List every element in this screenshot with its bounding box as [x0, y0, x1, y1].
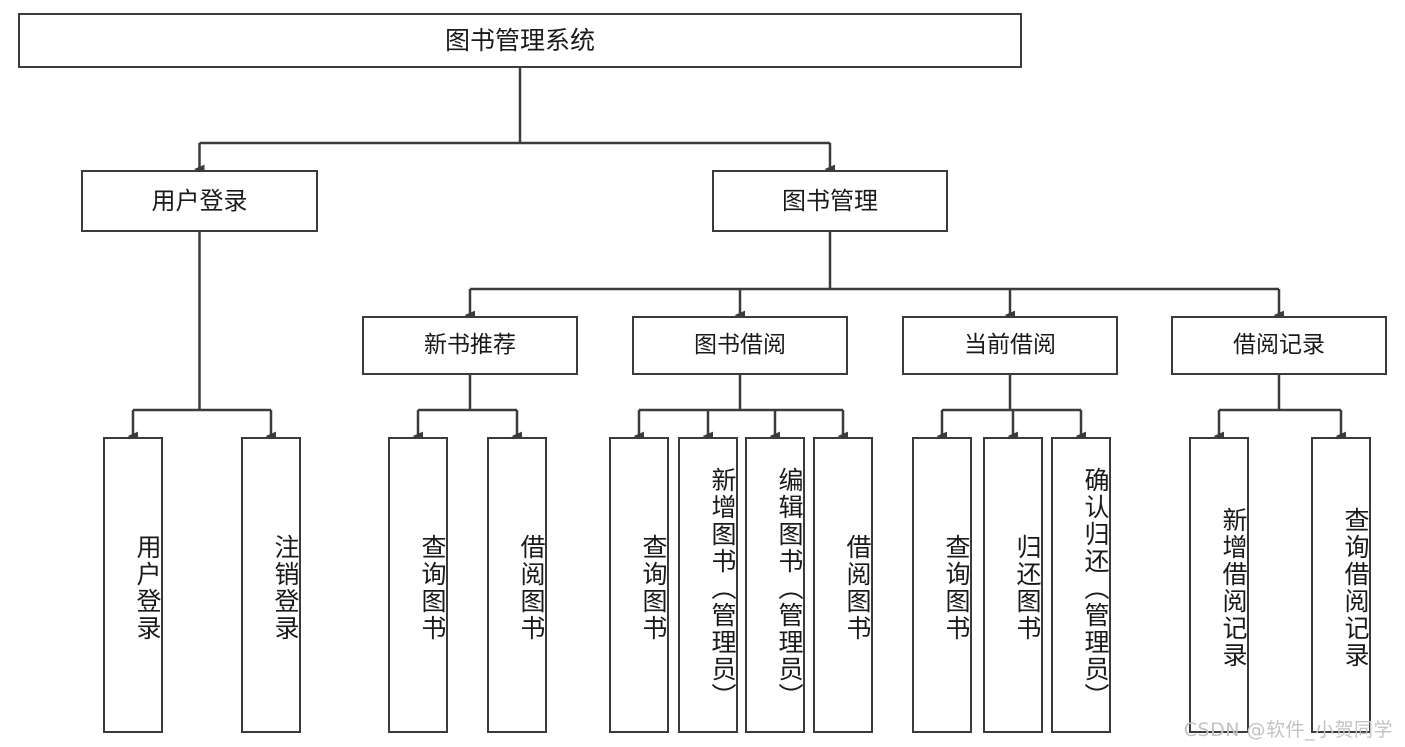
node-label: 图书管理 [782, 186, 878, 215]
node-label: 归还图书 [1013, 534, 1042, 642]
node-label: 注销登录 [271, 534, 300, 642]
node-root[interactable]: 图书管理系统 [18, 13, 1022, 68]
node-label: 查询图书 [418, 534, 447, 642]
node-label: 新增借阅记录 [1219, 507, 1248, 669]
node-leaf-rec-add[interactable]: 新增借阅记录 [1189, 437, 1249, 733]
node-leaf-bw-add[interactable]: 新增图书（管理员） [678, 437, 738, 733]
node-label: 用户登录 [151, 186, 248, 215]
node-leaf-cur-query[interactable]: 查询图书 [912, 437, 972, 733]
node-leaf-user-logout[interactable]: 注销登录 [241, 437, 301, 733]
node-label: 借阅图书 [843, 534, 872, 642]
node-leaf-nb-borrow[interactable]: 借阅图书 [487, 437, 547, 733]
node-newbook[interactable]: 新书推荐 [362, 316, 578, 375]
node-leaf-bw-edit[interactable]: 编辑图书（管理员） [745, 437, 805, 733]
node-label: 编辑图书（管理员） [775, 466, 804, 710]
node-borrow[interactable]: 图书借阅 [632, 316, 848, 375]
node-label: 当前借阅 [964, 331, 1056, 358]
node-label: 确认归还（管理员） [1081, 466, 1110, 710]
node-leaf-cur-confirm[interactable]: 确认归还（管理员） [1051, 437, 1111, 733]
node-label: 查询借阅记录 [1341, 507, 1370, 669]
node-label: 查询图书 [942, 534, 971, 642]
node-leaf-nb-query[interactable]: 查询图书 [388, 437, 448, 733]
node-leaf-bw-borrow[interactable]: 借阅图书 [813, 437, 873, 733]
node-current[interactable]: 当前借阅 [902, 316, 1118, 375]
node-label: 图书管理系统 [444, 25, 595, 55]
node-leaf-rec-query[interactable]: 查询借阅记录 [1311, 437, 1371, 733]
node-login[interactable]: 用户登录 [81, 170, 318, 232]
node-label: 借阅记录 [1233, 331, 1325, 358]
node-leaf-user-login[interactable]: 用户登录 [103, 437, 163, 733]
node-leaf-bw-query[interactable]: 查询图书 [609, 437, 669, 733]
node-label: 新增图书（管理员） [708, 466, 737, 710]
node-label: 借阅图书 [517, 534, 546, 642]
edge-paths [127, 68, 1346, 441]
node-label: 用户登录 [133, 534, 162, 642]
node-bookmgmt[interactable]: 图书管理 [712, 170, 948, 232]
node-label: 图书借阅 [694, 331, 786, 358]
node-records[interactable]: 借阅记录 [1171, 316, 1387, 375]
node-label: 新书推荐 [424, 331, 516, 358]
node-leaf-cur-return[interactable]: 归还图书 [983, 437, 1043, 733]
node-label: 查询图书 [639, 534, 668, 642]
